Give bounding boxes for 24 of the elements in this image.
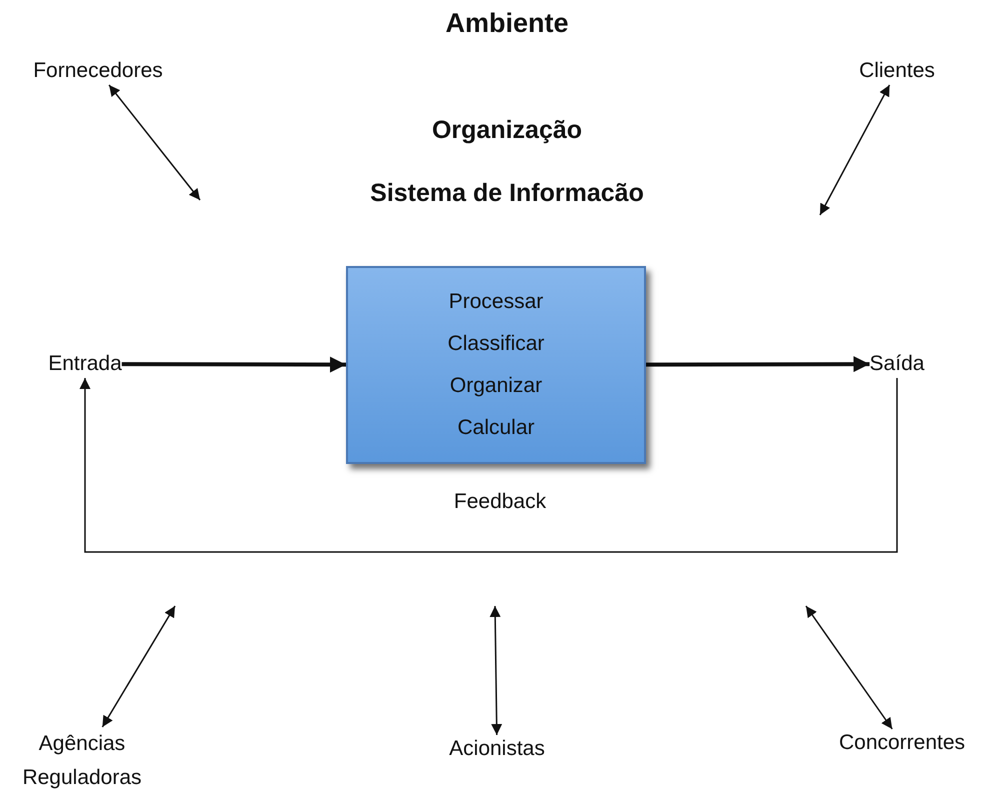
process-box xyxy=(346,266,646,464)
heading: Sistema de Informacão xyxy=(370,179,644,208)
process-step: Processar xyxy=(448,281,544,323)
node-label: Concorrentes xyxy=(838,730,966,756)
process-step: Classificar xyxy=(448,323,544,365)
title: Ambiente xyxy=(445,8,569,39)
node-label: Fornecedores xyxy=(33,58,163,84)
arrow xyxy=(102,606,176,728)
node-label: Entrada xyxy=(48,351,122,377)
process-step: Organizar xyxy=(450,365,542,407)
node-label: Saída xyxy=(870,351,924,377)
arrow xyxy=(490,606,502,736)
arrow xyxy=(108,84,201,200)
arrow xyxy=(122,356,346,373)
node-label: Clientes xyxy=(859,58,935,84)
arrow xyxy=(646,356,870,372)
arrow xyxy=(80,378,898,553)
node-label: Agências Reguladoras xyxy=(21,731,143,791)
heading: Organização xyxy=(432,116,582,145)
feedback-label: Feedback xyxy=(454,490,546,514)
arrow xyxy=(819,84,890,216)
node-label: Acionistas xyxy=(449,736,545,762)
process-step: Calcular xyxy=(457,407,535,449)
arrow xyxy=(805,606,893,730)
